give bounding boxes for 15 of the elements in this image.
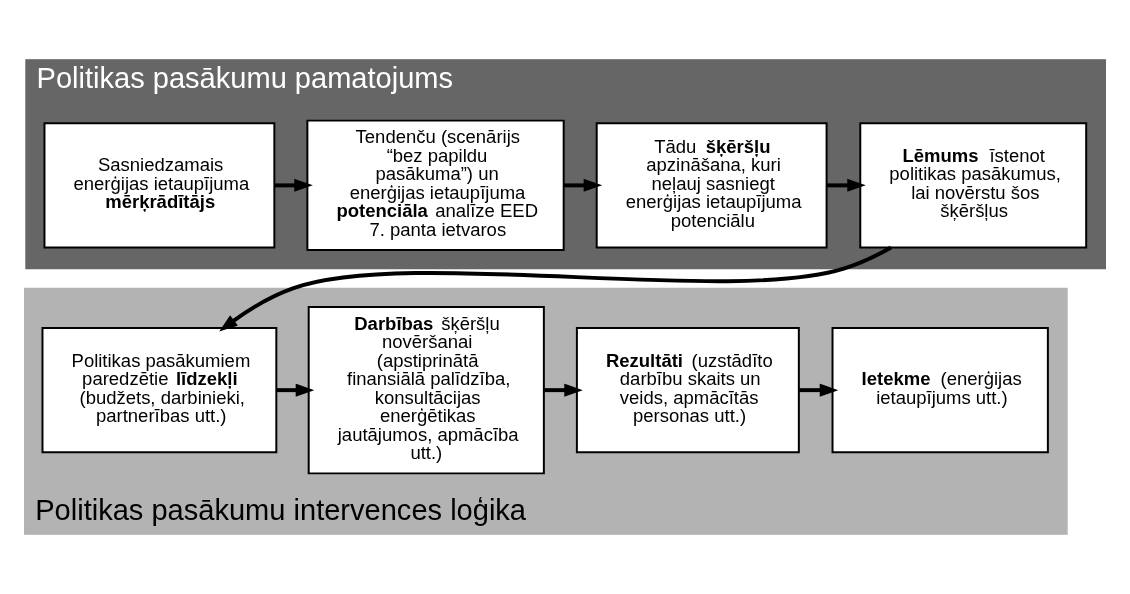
arrow: [563, 178, 603, 192]
node-box: Lēmums īstenot politikas pasākumus, lai novērstu šos šķēršļus: [859, 122, 1088, 249]
arrow: [799, 383, 839, 397]
node-box: Rezultāti (uzstādīto darbību skaits un veids, apmācītās personas utt.): [575, 327, 800, 454]
node-box: Politikas pasākumiem paredzētie līdzekļi (budžets, darbinieki, partnerības utt.): [41, 327, 278, 454]
arrow: [544, 383, 583, 397]
node-box: Darbības šķēršļu novēršanai (apstiprinātā finansiālā palīdzība, konsultācijas enerģētikas jautājumos, apmācība utt.): [307, 305, 545, 475]
node-box: Ietekme (enerģijas ietaupījums utt.): [831, 327, 1049, 454]
node-box: Tendenču (scenārijs “bez papildu pasākuma”) un enerģijas ietaupījuma potenciāla analīze EED 7. panta ietvaros: [306, 119, 565, 252]
node-box: Sasniedzamais enerģijas ietaupījuma mērķrādītājs: [43, 122, 276, 249]
arrow: [274, 178, 313, 192]
arrow: [219, 245, 893, 332]
node-box: Tādu šķēršļu apzināšana, kuri neļauj sasniegt enerģijas ietaupījuma potenciālu: [595, 122, 828, 249]
arrow: [276, 383, 315, 397]
arrow: [826, 178, 866, 192]
